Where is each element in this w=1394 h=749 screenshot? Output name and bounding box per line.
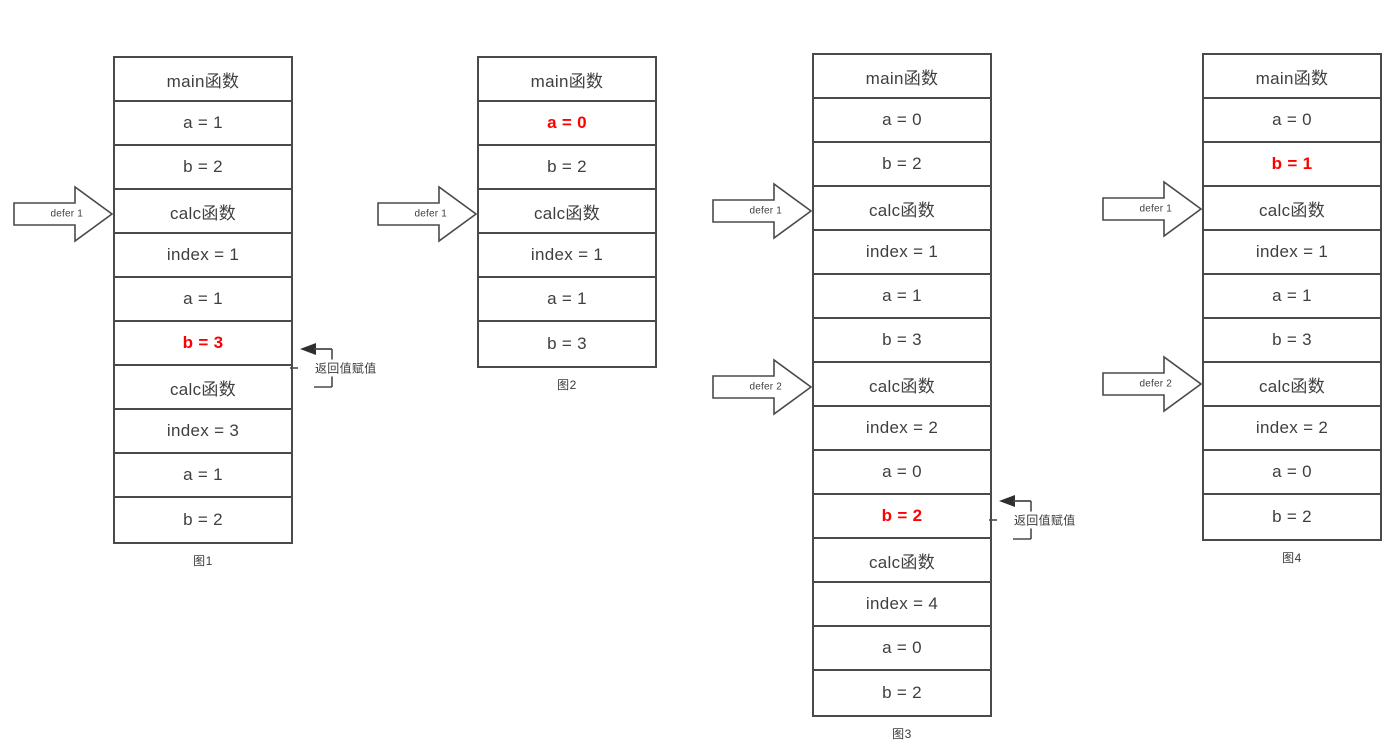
stack-row: a = 1 — [115, 278, 291, 322]
stack-row: a = 1 — [1204, 275, 1380, 319]
stack-row: main函数 — [115, 58, 291, 102]
defer-arrow-1: defer 1 — [1102, 180, 1202, 238]
defer-arrow-1: defer 1 — [712, 182, 812, 240]
stack-row: b = 3 — [547, 334, 587, 353]
stack-row-highlighted: b = 3 — [115, 322, 291, 366]
figure-caption: 图1 — [193, 554, 213, 568]
stack-row: calc函数 — [1204, 187, 1380, 231]
return-value-callout-label: 返回值赋值 — [1013, 511, 1077, 529]
stack-row: a = 0 — [814, 451, 990, 495]
stack-row-highlighted: a = 0 — [479, 102, 655, 146]
defer-arrow-label: defer 1 — [1139, 203, 1172, 215]
stack-row: calc函数 — [115, 366, 291, 410]
stack-row: b = 3 — [1204, 319, 1380, 363]
defer-arrow-label: defer 2 — [749, 381, 782, 393]
stack-row: index = 3 — [115, 410, 291, 454]
stack-row: b = 3 — [814, 319, 990, 363]
return-value-callout: 返回值赋值 — [989, 489, 1099, 551]
defer-arrow-2: defer 2 — [1102, 355, 1202, 413]
stack-row: a = 0 — [1204, 451, 1380, 495]
stack-row: a = 0 — [814, 99, 990, 143]
figure-caption: 图4 — [1282, 551, 1302, 565]
stack-row: calc函数 — [479, 190, 655, 234]
stack-row: main函数 — [1204, 55, 1380, 99]
stack-row: index = 1 — [479, 234, 655, 278]
defer-arrow-label: defer 1 — [749, 205, 782, 217]
stack-row: index = 4 — [814, 583, 990, 627]
stack-row: index = 2 — [1204, 407, 1380, 451]
stack-row: a = 1 — [115, 102, 291, 146]
stack-row: a = 1 — [115, 454, 291, 498]
stack-row: a = 1 — [479, 278, 655, 322]
stack-row: b = 2 — [115, 146, 291, 190]
stack-row: b = 2 — [1272, 507, 1312, 526]
stack-row: a = 0 — [1204, 99, 1380, 143]
stack-row: b = 2 — [882, 683, 922, 702]
return-value-callout: 返回值赋值 — [290, 337, 400, 399]
stack-row: a = 0 — [814, 627, 990, 671]
defer-arrow-1: defer 1 — [13, 185, 113, 243]
defer-arrow-1: defer 1 — [377, 185, 477, 243]
stack-row-highlighted: b = 2 — [814, 495, 990, 539]
defer-arrow-label: defer 1 — [50, 208, 83, 220]
defer-arrow-label: defer 1 — [414, 208, 447, 220]
stack-row: b = 2 — [183, 510, 223, 529]
figure-caption: 图3 — [892, 727, 912, 741]
stack-row: calc函数 — [814, 363, 990, 407]
stack-row: calc函数 — [115, 190, 291, 234]
defer-arrow-label: defer 2 — [1139, 378, 1172, 390]
stack-row: b = 2 — [814, 143, 990, 187]
stack-row: main函数 — [814, 55, 990, 99]
return-value-callout-label: 返回值赋值 — [314, 359, 378, 377]
stack-row: index = 1 — [1204, 231, 1380, 275]
stack-row: calc函数 — [1204, 363, 1380, 407]
stack-row: index = 1 — [115, 234, 291, 278]
stack-row: calc函数 — [814, 187, 990, 231]
figure-caption: 图2 — [557, 378, 577, 392]
stack-row: a = 1 — [814, 275, 990, 319]
stack-row: index = 1 — [814, 231, 990, 275]
defer-arrow-2: defer 2 — [712, 358, 812, 416]
stack-row: index = 2 — [814, 407, 990, 451]
stack-row-highlighted: b = 1 — [1204, 143, 1380, 187]
stack-row: b = 2 — [479, 146, 655, 190]
stack-row: calc函数 — [814, 539, 990, 583]
stack-row: main函数 — [479, 58, 655, 102]
